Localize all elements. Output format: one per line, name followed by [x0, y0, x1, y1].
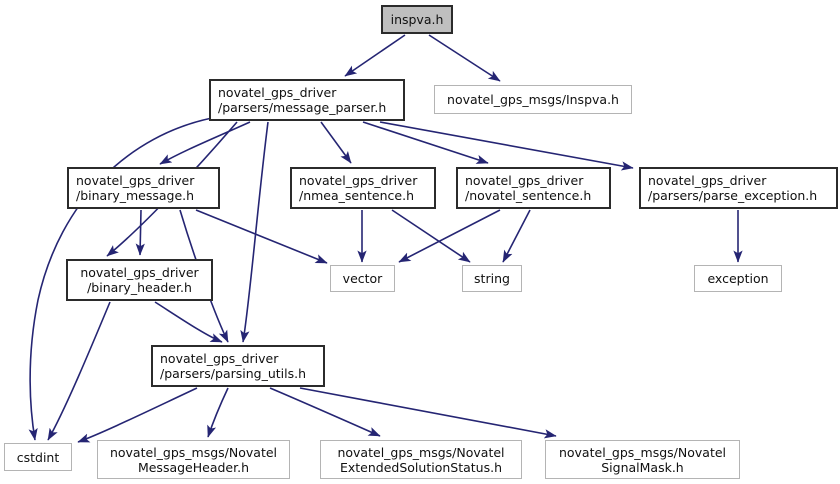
node-label-inspva: inspva.h — [384, 12, 451, 27]
node-nmea_sentence[interactable]: novatel_gps_driver/nmea_sentence.h — [290, 167, 436, 209]
node-label-binary_message: novatel_gps_driver/binary_message.h — [69, 173, 201, 203]
edge-parsing_utils-to-ext_solution_status_msg — [269, 387, 381, 437]
node-label-line: novatel_gps_msgs/Novatel — [337, 444, 505, 460]
edge-parsing_utils-to-cstdint — [77, 387, 198, 443]
node-vector[interactable]: vector — [330, 265, 395, 292]
node-cstdint[interactable]: cstdint — [4, 443, 72, 471]
node-label-line: MessageHeader.h — [137, 459, 250, 475]
node-parse_exception[interactable]: novatel_gps_driver/parsers/parse_excepti… — [639, 167, 838, 209]
edge-novatel_sentence-to-string — [502, 209, 531, 263]
node-label-line: /novatel_sentence.h — [465, 188, 592, 203]
edge-inspva-to-inspva_msg — [428, 34, 501, 82]
edge-binary_message-to-vector — [195, 209, 328, 264]
edge-message_parser-to-nmea_sentence — [320, 121, 352, 164]
node-label-line: /parsers/message_parser.h — [218, 100, 387, 115]
node-novatel_sentence[interactable]: novatel_gps_driver/novatel_sentence.h — [456, 167, 611, 209]
node-label-line: /parsers/parsing_utils.h — [160, 366, 307, 381]
node-label-line: SignalMask.h — [601, 459, 684, 475]
node-label-message_parser: novatel_gps_driver/parsers/message_parse… — [211, 85, 393, 115]
node-label-inspva_msg: novatel_gps_msgs/Inspva.h — [440, 92, 626, 107]
node-label-line: novatel_gps_driver — [299, 173, 418, 188]
node-label-nmea_sentence: novatel_gps_driver/nmea_sentence.h — [292, 173, 424, 203]
node-label-line: novatel_gps_driver — [160, 351, 279, 366]
node-label-parse_exception: novatel_gps_driver/parsers/parse_excepti… — [641, 173, 824, 203]
node-label-vector: vector — [336, 271, 390, 286]
node-label-line: ExtendedSolutionStatus.h — [339, 459, 502, 475]
node-parsing_utils[interactable]: novatel_gps_driver/parsers/parsing_utils… — [151, 345, 325, 387]
edge-binary_header-to-parsing_utils — [154, 301, 223, 343]
node-binary_message[interactable]: novatel_gps_driver/binary_message.h — [67, 167, 220, 209]
edge-parsing_utils-to-message_header_msg — [207, 387, 229, 438]
edge-message_parser-to-parse_exception — [379, 121, 634, 171]
node-label-line: /binary_header.h — [87, 280, 192, 295]
node-label-exception: exception — [700, 271, 775, 286]
node-label-line: vector — [342, 271, 383, 286]
edge-inspva-to-message_parser — [344, 34, 406, 77]
node-label-line: novatel_gps_driver — [80, 265, 199, 280]
node-string[interactable]: string — [462, 265, 522, 292]
node-label-string: string — [467, 271, 517, 286]
node-label-line: novatel_gps_driver — [218, 85, 337, 100]
node-label-novatel_sentence: novatel_gps_driver/novatel_sentence.h — [458, 173, 598, 203]
edge-nmea_sentence-to-string — [391, 209, 471, 263]
node-label-line: exception — [707, 271, 769, 286]
node-label-line: novatel_gps_msgs/Novatel — [558, 444, 727, 460]
node-exception[interactable]: exception — [694, 265, 782, 292]
node-label-line: inspva.h — [390, 12, 444, 27]
node-message_parser[interactable]: novatel_gps_driver/parsers/message_parse… — [209, 79, 405, 121]
edge-message_parser-to-novatel_sentence — [362, 121, 489, 164]
edge-novatel_sentence-to-vector — [398, 209, 501, 263]
node-label-line: novatel_gps_driver — [465, 173, 584, 188]
node-label-line: cstdint — [16, 449, 60, 465]
node-label-line: novatel_gps_msgs/Inspva.h — [447, 92, 619, 107]
node-label-parsing_utils: novatel_gps_driver/parsers/parsing_utils… — [153, 351, 313, 381]
edge-binary_message-to-binary_header — [135, 209, 145, 256]
node-label-line: novatel_gps_driver — [648, 173, 767, 188]
edge-binary_header-to-cstdint — [47, 301, 111, 441]
node-binary_header[interactable]: novatel_gps_driver/binary_header.h — [66, 259, 213, 301]
edge-parsing_utils-to-signal_mask_msg — [299, 387, 557, 439]
node-label-line: /parsers/parse_exception.h — [648, 188, 818, 203]
node-label-cstdint: cstdint — [10, 450, 67, 465]
node-label-line: novatel_gps_msgs/Novatel — [109, 444, 278, 460]
node-label-line: string — [474, 271, 510, 286]
edge-message_parser-to-binary_message — [159, 121, 251, 165]
node-inspva_msg[interactable]: novatel_gps_msgs/Inspva.h — [434, 85, 632, 114]
edge-message_parser-to-parsing_utils — [240, 121, 269, 343]
node-label-binary_header: novatel_gps_driver/binary_header.h — [73, 265, 205, 295]
node-inspva[interactable]: inspva.h — [381, 5, 453, 34]
node-label-line: novatel_gps_driver — [76, 173, 195, 188]
node-label-line: /nmea_sentence.h — [299, 188, 415, 203]
node-label-line: /binary_message.h — [76, 188, 195, 203]
